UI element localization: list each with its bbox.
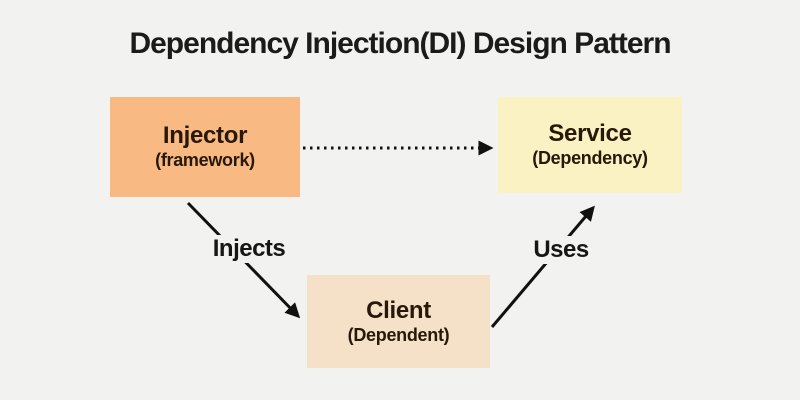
node-injector-sublabel: (framework)	[155, 150, 255, 170]
node-client-label: Client	[366, 296, 431, 324]
node-injector-label: Injector	[162, 122, 248, 150]
node-service-sublabel: (Dependency)	[532, 148, 648, 168]
edge-label-uses: Uses	[530, 236, 592, 264]
page-title: Dependency Injection(DI) Design Pattern	[129, 27, 671, 60]
node-client-sublabel: (Dependent)	[347, 324, 450, 345]
client-to-service-arrow	[490, 205, 595, 328]
node-service: Service (Dependency)	[498, 97, 682, 193]
edge-label-injects: Injects	[209, 235, 289, 263]
node-injector: Injector (framework)	[110, 97, 300, 197]
node-client: Client (Dependent)	[307, 275, 490, 368]
node-service-label: Service	[548, 120, 632, 148]
